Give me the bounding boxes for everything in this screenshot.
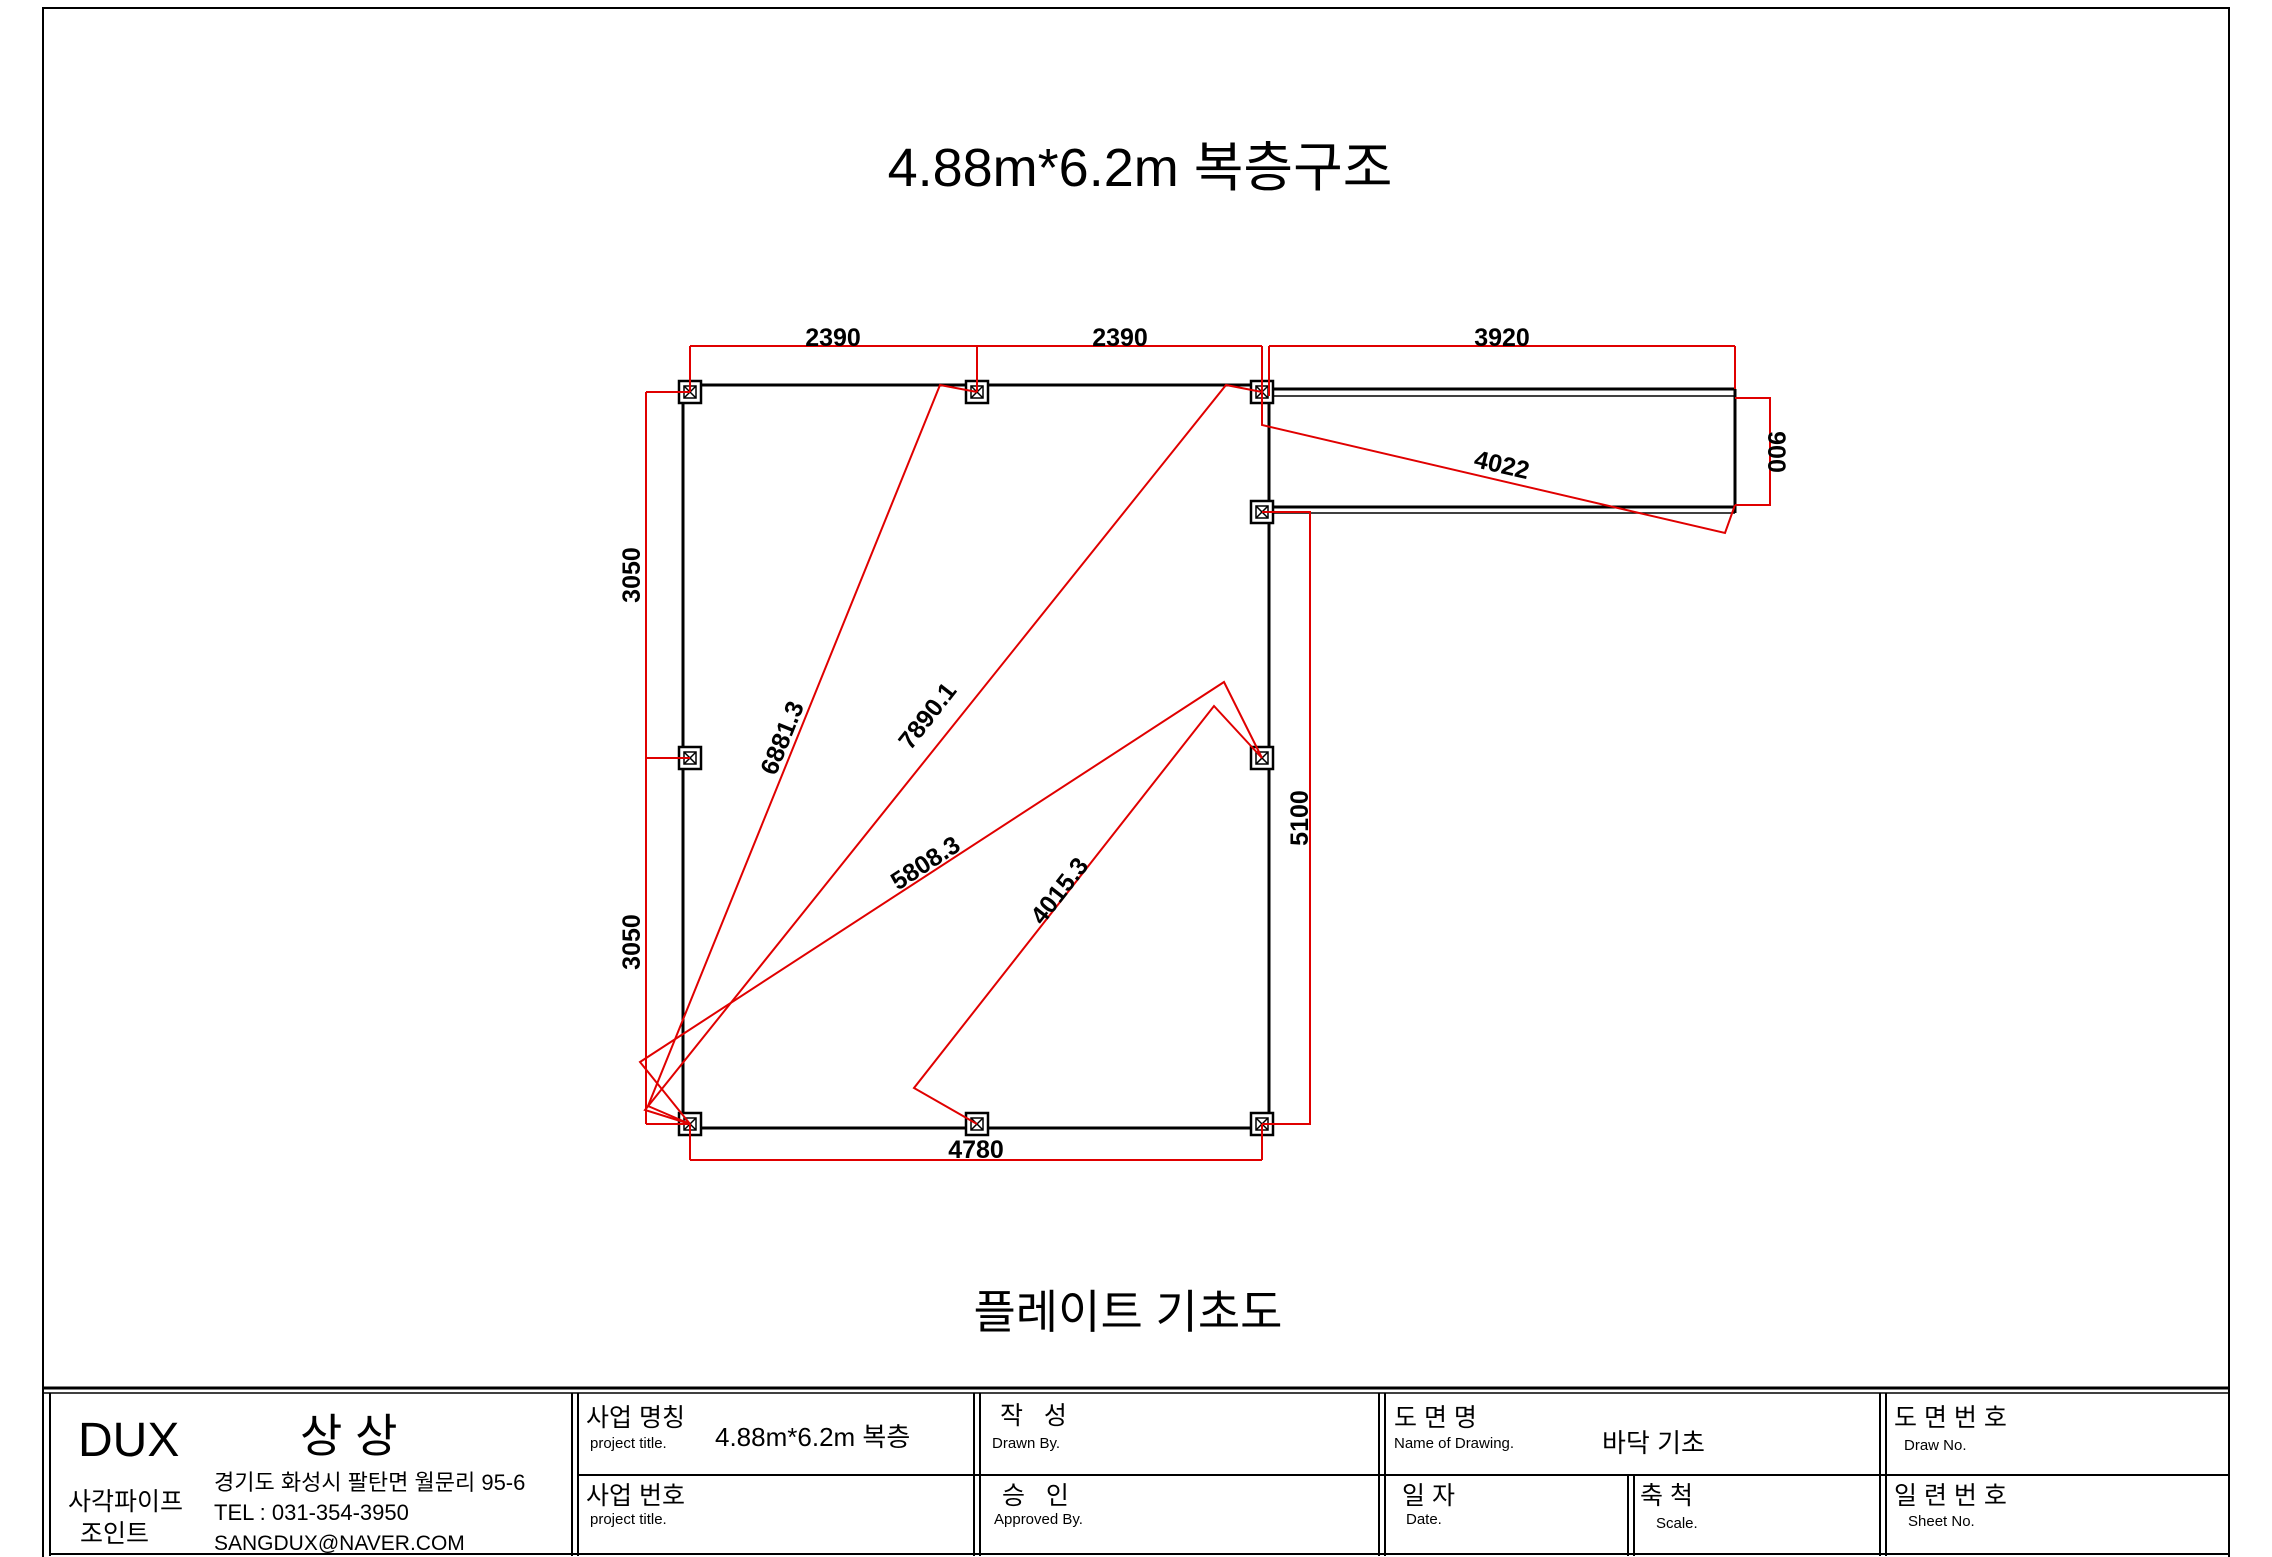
dim-ext-height: 900 xyxy=(1762,431,1790,473)
date-label: 일 자 xyxy=(1402,1482,1455,1510)
company-brand-kr: 상 상 xyxy=(300,1410,397,1462)
dimension-labels: 2390 2390 3920 3050 3050 4780 5100 900 4… xyxy=(618,324,1790,1164)
company-address: 경기도 화성시 팔탄면 월문리 95-6 xyxy=(214,1470,525,1495)
title-block: DUX 상 상 사각파이프 조인트 경기도 화성시 팔탄면 월문리 95-6 T… xyxy=(43,1386,2229,1556)
scale-label: 축 척 xyxy=(1640,1482,1693,1510)
drawing-subtitle: 플레이트 기초도 xyxy=(973,1286,1282,1338)
dim-left-lower: 3050 xyxy=(618,914,646,970)
draw-no-sub: Draw No. xyxy=(1904,1437,1967,1454)
company-name-line2: 조인트 xyxy=(80,1520,149,1548)
draw-no-label: 도 면 번 호 xyxy=(1894,1404,2007,1432)
project-name-label: 사업 명칭 xyxy=(586,1404,685,1432)
dimension-lines xyxy=(638,345,1771,1161)
project-no-label: 사업 번호 xyxy=(586,1482,685,1510)
scale-sub: Scale. xyxy=(1656,1515,1698,1532)
company-tel: TEL : 031-354-3950 xyxy=(214,1500,409,1525)
structure-plan xyxy=(681,383,1737,1130)
company-name-line1: 사각파이프 xyxy=(68,1488,183,1516)
dim-bottom: 4780 xyxy=(948,1136,1004,1164)
drawn-by-sub: Drawn By. xyxy=(992,1435,1060,1452)
dim-diagonal-2: 7890.1 xyxy=(893,677,962,755)
company-brand: DUX xyxy=(78,1414,179,1467)
dim-top-mid: 2390 xyxy=(1092,324,1148,352)
drawing-name-value: 바닥 기초 xyxy=(1602,1428,1705,1458)
dim-top-left: 2390 xyxy=(805,324,861,352)
sheet-no-sub: Sheet No. xyxy=(1908,1513,1975,1530)
drawn-by-label: 작 성 xyxy=(1000,1402,1067,1430)
project-no-sub: project title. xyxy=(590,1511,667,1528)
approved-by-label: 승 인 xyxy=(1002,1482,1069,1510)
dim-diagonal-3: 5808.3 xyxy=(886,831,965,896)
dim-top-right: 3920 xyxy=(1474,324,1530,352)
dim-ext-diagonal: 4022 xyxy=(1472,445,1532,485)
project-name-value: 4.88m*6.2m 복층 xyxy=(715,1422,910,1452)
dim-right: 5100 xyxy=(1286,790,1314,846)
dim-diagonal-1: 6881.3 xyxy=(755,697,810,778)
drawing-name-label: 도 면 명 xyxy=(1394,1404,1477,1432)
drawing-title: 4.88m*6.2m 복층구조 xyxy=(888,138,1393,198)
date-sub: Date. xyxy=(1406,1511,1442,1528)
sheet-no-label: 일 련 번 호 xyxy=(1894,1482,2007,1510)
sheet-border xyxy=(42,7,2230,1557)
company-email: SANGDUX@NAVER.COM xyxy=(214,1532,465,1555)
dim-left-upper: 3050 xyxy=(618,547,646,603)
approved-by-sub: Approved By. xyxy=(994,1511,1083,1528)
drawing-name-sub: Name of Drawing. xyxy=(1394,1435,1514,1452)
project-name-sub: project title. xyxy=(590,1435,667,1452)
dim-diagonal-4: 4015.3 xyxy=(1025,852,1094,929)
